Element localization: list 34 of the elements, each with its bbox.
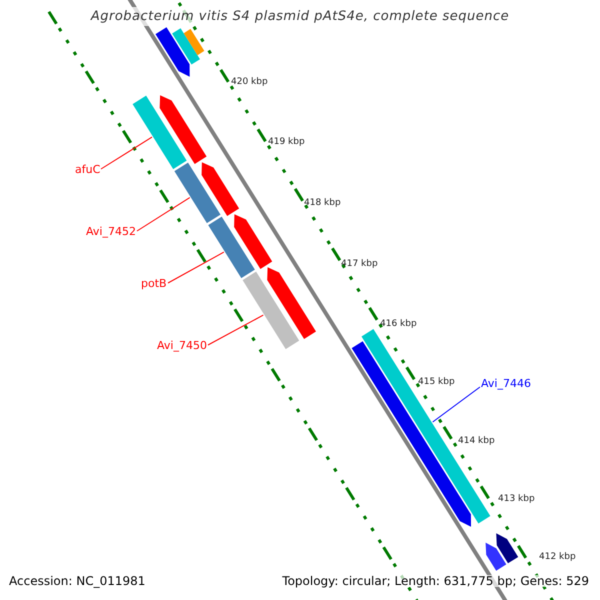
tick-label: 412 kbp (539, 553, 576, 562)
leader-line (432, 386, 480, 422)
tick-label: 418 kbp (304, 199, 341, 208)
gene-bar (174, 162, 220, 224)
leader-line (208, 314, 264, 346)
gene-label: afuC (75, 164, 100, 174)
leader-line (168, 252, 224, 284)
tick-label: 413 kbp (498, 495, 535, 504)
gene-bar (160, 95, 207, 164)
tick-label: 414 kbp (458, 437, 495, 446)
tick-label: 416 kbp (380, 320, 417, 329)
gene-bar (496, 533, 518, 564)
gene-label: Avi_7452 (86, 226, 136, 236)
tick-label: 419 kbp (268, 138, 305, 147)
gene-bar (172, 28, 200, 64)
leader-line (100, 136, 152, 170)
gene-bar (234, 214, 272, 269)
gene-bar (242, 272, 300, 350)
gene-bar (202, 162, 240, 216)
tick-label: 417 kbp (341, 260, 378, 269)
accession-text: Accession: NC_011981 (9, 575, 146, 587)
gene-bar (486, 542, 506, 571)
gene-label: Avi_7450 (157, 340, 207, 350)
leader-line (136, 197, 190, 232)
gene-bar (267, 267, 316, 339)
gene-bar (208, 216, 255, 278)
gene-bar (184, 28, 204, 56)
tick-label: 420 kbp (231, 78, 268, 87)
gene-label: Avi_7446 (481, 378, 531, 388)
gene-bar (132, 96, 187, 170)
tick-label: 415 kbp (418, 378, 455, 387)
gene-label: potB (141, 278, 167, 288)
summary-text: Topology: circular; Length: 631,775 bp; Genes: 529 (282, 575, 589, 587)
gene-bar (156, 27, 190, 77)
